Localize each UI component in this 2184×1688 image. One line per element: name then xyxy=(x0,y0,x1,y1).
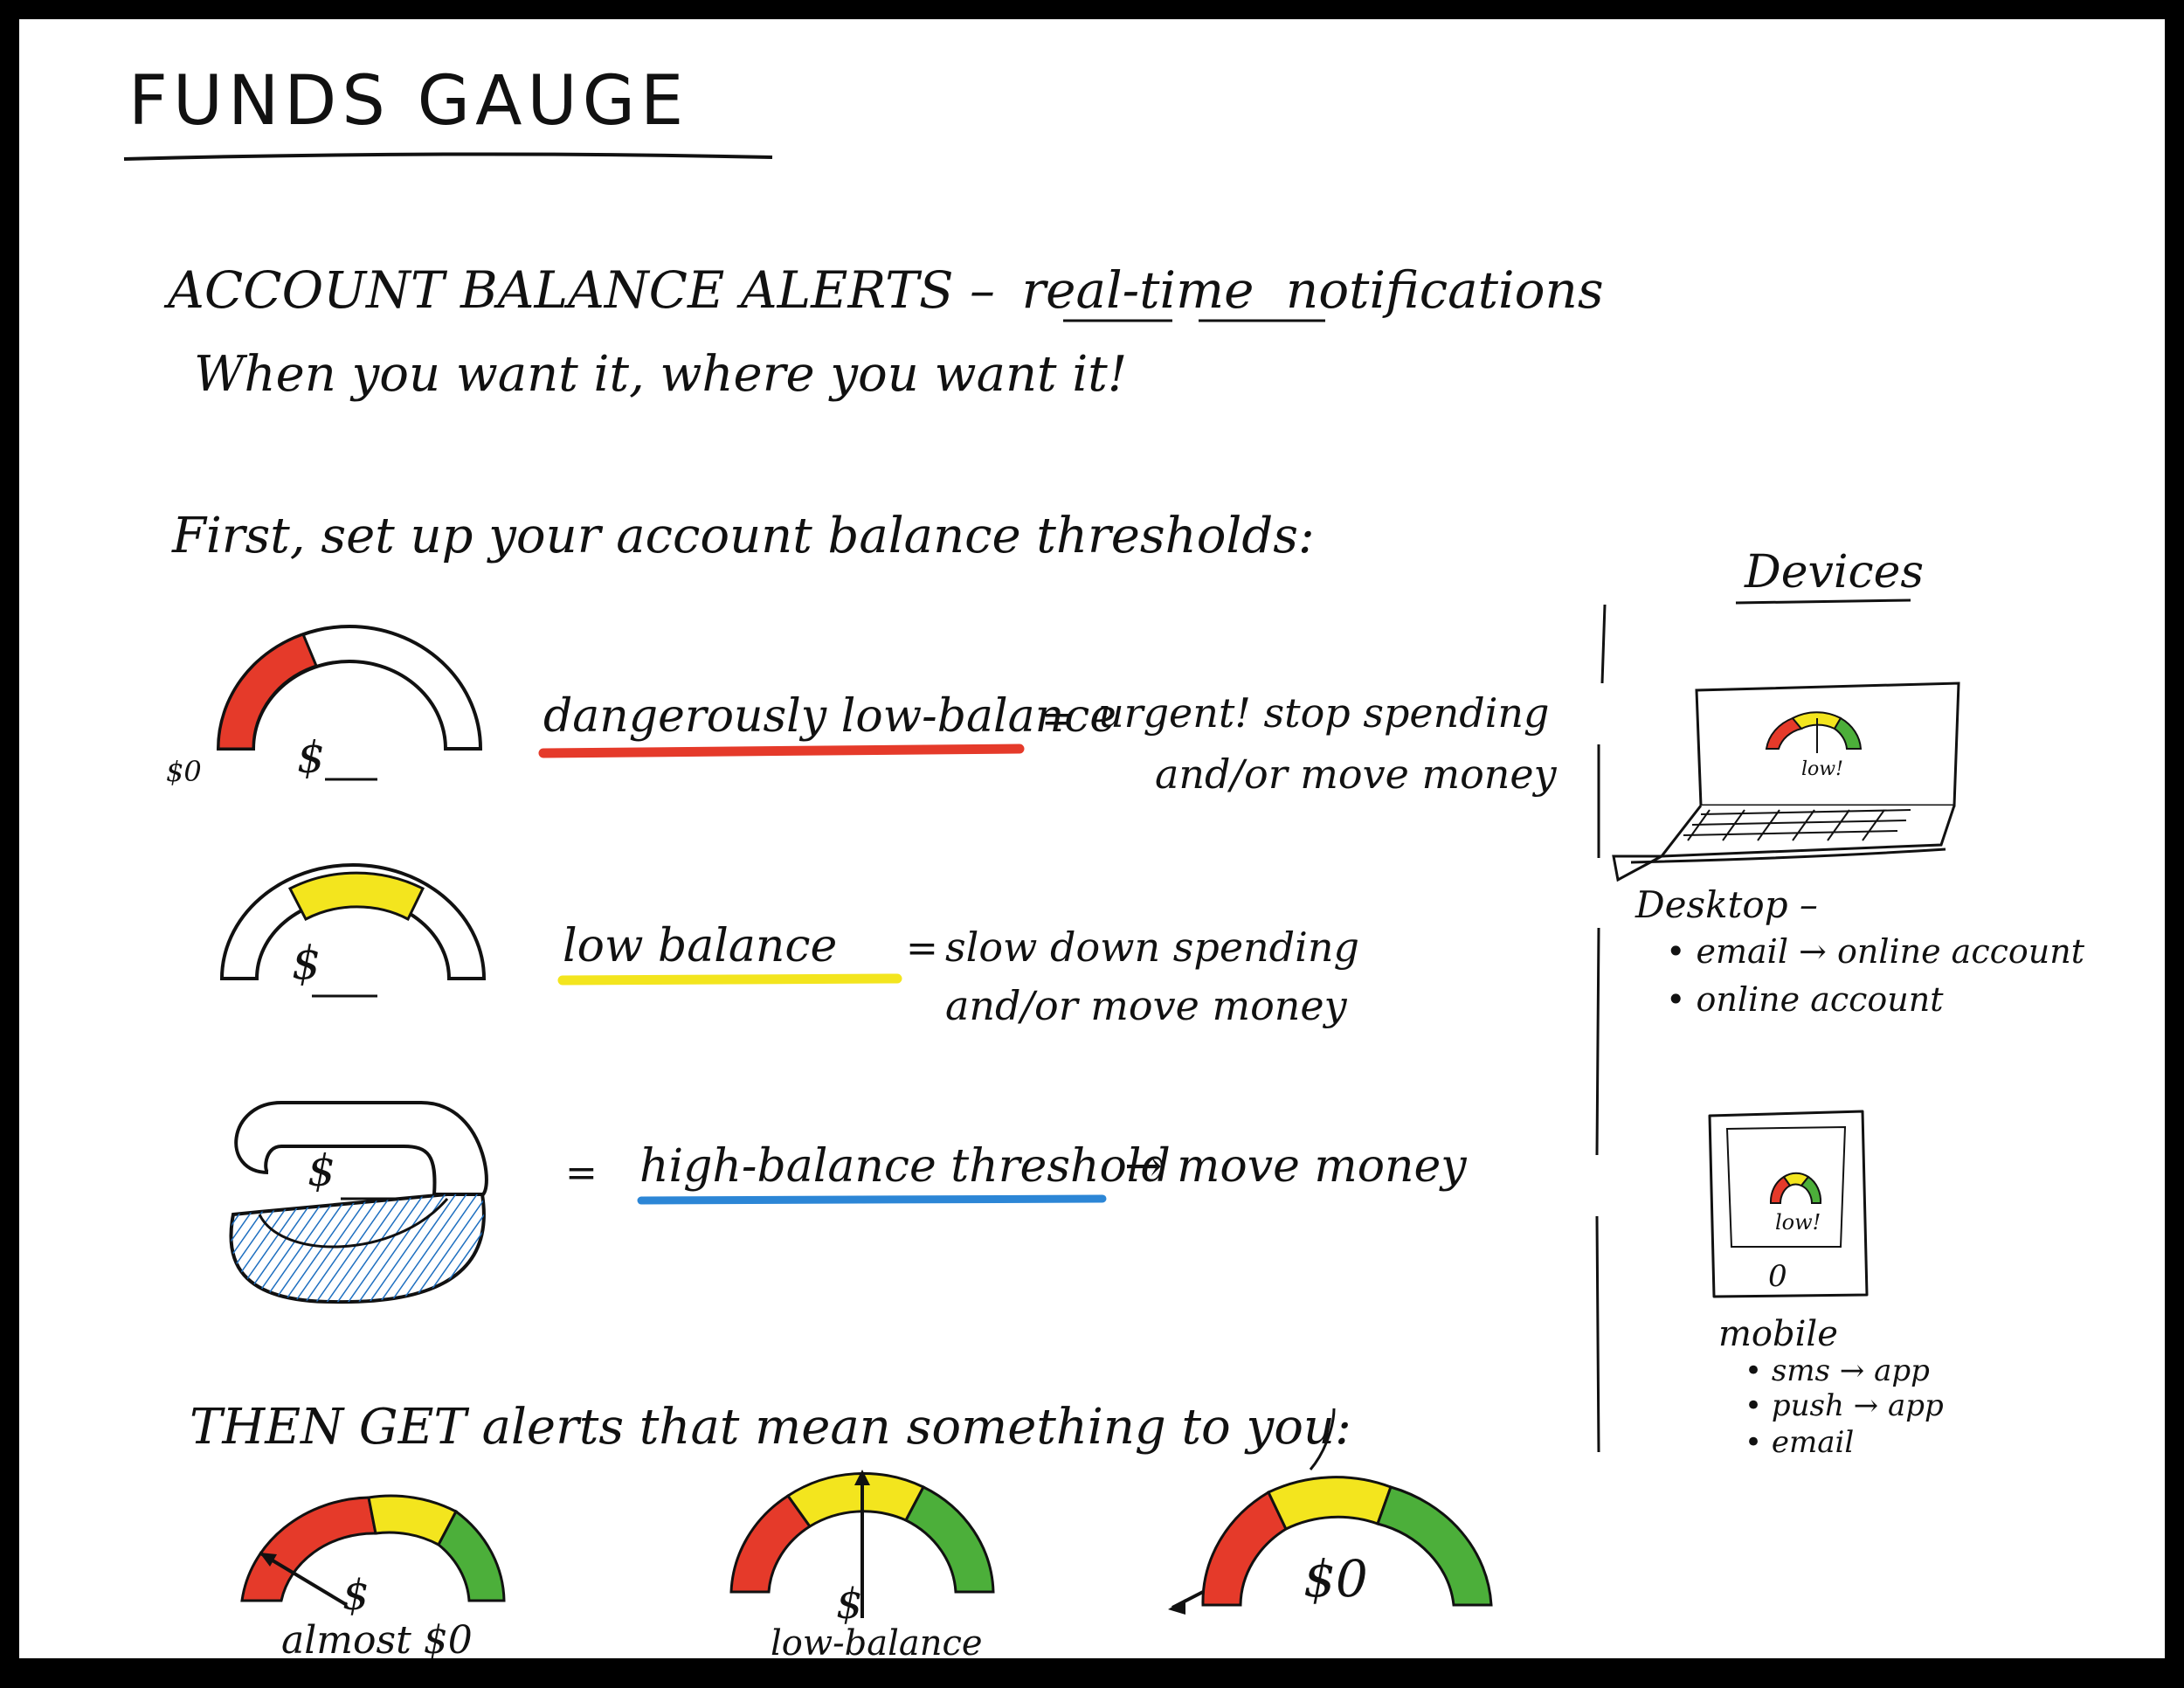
alert-gauge-label-zero: $0 xyxy=(1303,1549,1368,1608)
mobile-item: • email xyxy=(1745,1425,1854,1460)
devices-heading: Devices xyxy=(1744,546,1924,598)
mobile-phone-icon xyxy=(1708,1110,1869,1298)
threshold-desc-line2: and/or move money xyxy=(945,982,1348,1029)
sketch-canvas: FUNDS GAUGE ACCOUNT BALANCE ALERTS – rea… xyxy=(123,62,2085,1658)
mobile-item: • push → app xyxy=(1745,1388,1944,1423)
column-divider xyxy=(1595,604,1607,1453)
laptop-icon xyxy=(1612,681,1960,882)
setup-heading: First, set up your account balance thres… xyxy=(171,508,1315,564)
page-title: FUNDS GAUGE xyxy=(128,62,688,141)
sketch-sheet: FUNDS GAUGE ACCOUNT BALANCE ALERTS – rea… xyxy=(19,19,2165,1658)
headline-tail: notifications xyxy=(1286,260,1604,320)
headline-dash: - xyxy=(1123,260,1140,320)
gauge-dollar-label: $ xyxy=(297,732,325,783)
threshold-desc-line1: urgent! stop spending xyxy=(1098,689,1550,737)
threshold-highlight-blue xyxy=(637,1194,1107,1205)
alert-gauge-almost-zero xyxy=(240,1494,506,1607)
threshold-eq: = xyxy=(1041,696,1074,741)
gauge-dollar-label: $ xyxy=(308,1145,335,1196)
mobile-screen-label: low! xyxy=(1775,1210,1821,1235)
alert-gauge-label: $ xyxy=(836,1580,863,1629)
threshold-desc-line1: → move money xyxy=(1124,1140,1467,1193)
threshold-desc-line1: slow down spending xyxy=(945,924,1359,971)
title-underline xyxy=(123,152,773,161)
threshold-name-high-balance: high-balance threshold xyxy=(639,1140,1171,1193)
desktop-item: • online account xyxy=(1666,980,1944,1019)
threshold-highlight-yellow xyxy=(557,973,902,986)
alert-gauge-label: $ xyxy=(342,1571,370,1620)
gauge-zero-label: $0 xyxy=(166,755,202,788)
gauge-dangerously-low xyxy=(216,625,483,751)
alerts-heading: THEN GET alerts that mean something to y… xyxy=(190,1399,1351,1456)
threshold-eq: = xyxy=(906,926,938,971)
headline-lead: ACCOUNT BALANCE ALERTS – xyxy=(163,260,995,320)
gauge-low-balance xyxy=(219,863,487,980)
tagline: When you want it, where you want it! xyxy=(194,346,1127,403)
threshold-highlight-red xyxy=(538,744,1025,758)
laptop-screen-label: low! xyxy=(1801,758,1843,780)
alert-gauge-zero xyxy=(1168,1408,1493,1615)
alert-gauge-low-balance xyxy=(729,1470,995,1618)
desktop-item: • email → online account xyxy=(1666,932,2085,971)
mobile-home-button: 0 xyxy=(1768,1259,1787,1294)
gauge-high-balance xyxy=(229,1101,488,1304)
threshold-desc-line2: and/or move money xyxy=(1155,751,1558,798)
threshold-name-dangerously-low: dangerously low-balance xyxy=(543,690,1116,743)
mobile-label: mobile xyxy=(1718,1314,1838,1354)
headline: ACCOUNT BALANCE ALERTS – real-time notif… xyxy=(163,260,1604,320)
threshold-name-low-balance: low balance xyxy=(563,920,837,972)
laptop-keyboard xyxy=(1683,809,1911,841)
gauge-dollar-label: $ xyxy=(292,937,321,990)
devices-underline xyxy=(1735,598,1911,605)
headline-emph-time: time xyxy=(1139,260,1254,320)
mobile-item: • sms → app xyxy=(1745,1353,1930,1388)
threshold-eq: = xyxy=(565,1151,598,1195)
alert-caption-low-balance: low-balance xyxy=(771,1623,983,1658)
alert-caption-almost-zero: almost $0 xyxy=(281,1618,473,1658)
headline-emph-real: real xyxy=(1021,260,1122,320)
desktop-label: Desktop – xyxy=(1635,883,1818,926)
